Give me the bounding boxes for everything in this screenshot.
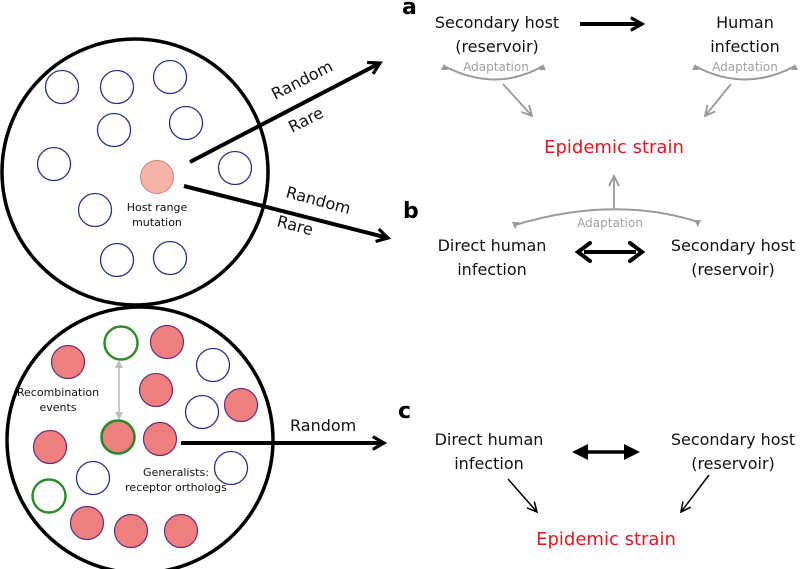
bottom-virus-pink bbox=[32, 429, 68, 465]
panel-a-left-line2: (reservoir) bbox=[455, 37, 539, 56]
bottom-virus-pink bbox=[138, 372, 174, 408]
bottom-virus-green-open bbox=[103, 325, 139, 361]
panel-a: a Secondary host (reservoir) Human infec… bbox=[402, 0, 798, 158]
panel-c-epidemic-strain: Epidemic strain bbox=[536, 529, 676, 550]
top-virus-naive bbox=[217, 150, 253, 186]
top-virus-naive bbox=[44, 69, 80, 105]
panel-b-bidirectional-arrow bbox=[574, 241, 646, 263]
bottom-virus-pink bbox=[69, 505, 105, 541]
bottom-virus-green-open bbox=[31, 478, 67, 514]
bottom-virus-pink bbox=[113, 513, 149, 549]
panel-a-right-adaptation-label: Adaptation bbox=[712, 60, 778, 74]
generalists-label-1: Generalists: bbox=[143, 466, 209, 479]
bottom-virus-pink-green bbox=[100, 419, 136, 455]
bottom-virus-pink bbox=[223, 387, 259, 423]
panel-b-left-line1: Direct human bbox=[438, 236, 547, 255]
top-virus-naive bbox=[152, 59, 188, 95]
panel-a-letter: a bbox=[402, 0, 417, 20]
panel-b-left-line2: infection bbox=[457, 260, 527, 279]
panel-b-letter: b bbox=[403, 199, 419, 224]
panel-b-right-line2: (reservoir) bbox=[691, 260, 775, 279]
arrow-b-label-rare: Rare bbox=[275, 212, 315, 240]
population-bottom-boundary bbox=[5, 305, 275, 569]
arrow-a-label-random: Random bbox=[268, 57, 336, 104]
top-virus-naive bbox=[152, 240, 188, 276]
bottom-virus-pink bbox=[149, 324, 185, 360]
bottom-virus-pink bbox=[142, 421, 178, 457]
panel-a-right-line1: Human bbox=[716, 13, 774, 32]
host-range-label-2: mutation bbox=[132, 216, 182, 229]
arrow-to-panel-a: Random Rare bbox=[189, 57, 383, 164]
recombination-label-2: events bbox=[39, 401, 76, 414]
bottom-virus-pink bbox=[163, 513, 199, 549]
arrow-c-label-random: Random bbox=[290, 416, 356, 435]
top-virus-naive bbox=[36, 146, 72, 182]
arrow-to-panel-c: Random bbox=[181, 416, 388, 451]
top-virus-naive bbox=[96, 112, 132, 148]
panel-a-right-adaptation-arrow bbox=[705, 83, 732, 116]
arrow-to-panel-b: Random Rare bbox=[183, 183, 392, 243]
host-range-label-1: Host range bbox=[127, 201, 188, 214]
population-top-boundary bbox=[0, 37, 270, 307]
population-top: Host range mutation bbox=[0, 37, 270, 307]
panel-a-left-adaptation-label: Adaptation bbox=[463, 60, 529, 74]
top-virus-naive bbox=[99, 242, 135, 278]
panel-c-left-arrow bbox=[507, 478, 537, 512]
top-virus-naive bbox=[77, 192, 113, 228]
panel-c-bidirectional-arrow bbox=[572, 444, 640, 460]
panel-c-letter: c bbox=[398, 399, 411, 424]
panel-b: Adaptation b Direct human infection Seco… bbox=[403, 176, 795, 279]
panel-a-left-line1: Secondary host bbox=[435, 13, 559, 32]
panel-a-left-adaptation-bracket bbox=[443, 65, 544, 81]
population-bottom: Recombination events Generalists: recept… bbox=[5, 305, 275, 569]
top-virus-naive bbox=[168, 105, 204, 141]
panel-c-left-line1: Direct human bbox=[435, 430, 544, 449]
panel-a-right-line2: infection bbox=[710, 37, 780, 56]
bottom-virus-pink bbox=[50, 344, 86, 380]
bottom-virus-blue-open bbox=[184, 394, 220, 430]
panel-b-adaptation-bracket bbox=[514, 208, 699, 226]
top-virus-mutant bbox=[140, 160, 174, 194]
panel-c-left-line2: infection bbox=[454, 454, 524, 473]
panel-b-adaptation-label: Adaptation bbox=[577, 216, 643, 230]
bottom-virus-blue-open bbox=[195, 347, 231, 383]
panel-c: c Direct human infection Secondary host … bbox=[398, 399, 795, 550]
bottom-virus-blue-open bbox=[213, 450, 249, 486]
panel-a-epidemic-strain: Epidemic strain bbox=[544, 137, 684, 158]
panel-c-right-line2: (reservoir) bbox=[691, 454, 775, 473]
generalists-label-2: receptor orthologs bbox=[125, 481, 227, 494]
panel-c-right-line1: Secondary host bbox=[671, 430, 795, 449]
recombination-label-1: Recombination bbox=[17, 386, 99, 399]
panel-a-right-adaptation-bracket bbox=[694, 65, 796, 81]
top-virus-naive bbox=[99, 69, 135, 105]
panel-c-right-arrow bbox=[681, 474, 710, 512]
panel-b-right-line1: Secondary host bbox=[671, 236, 795, 255]
panel-a-left-adaptation-arrow bbox=[502, 83, 532, 116]
bottom-virus-blue-open bbox=[75, 460, 111, 496]
